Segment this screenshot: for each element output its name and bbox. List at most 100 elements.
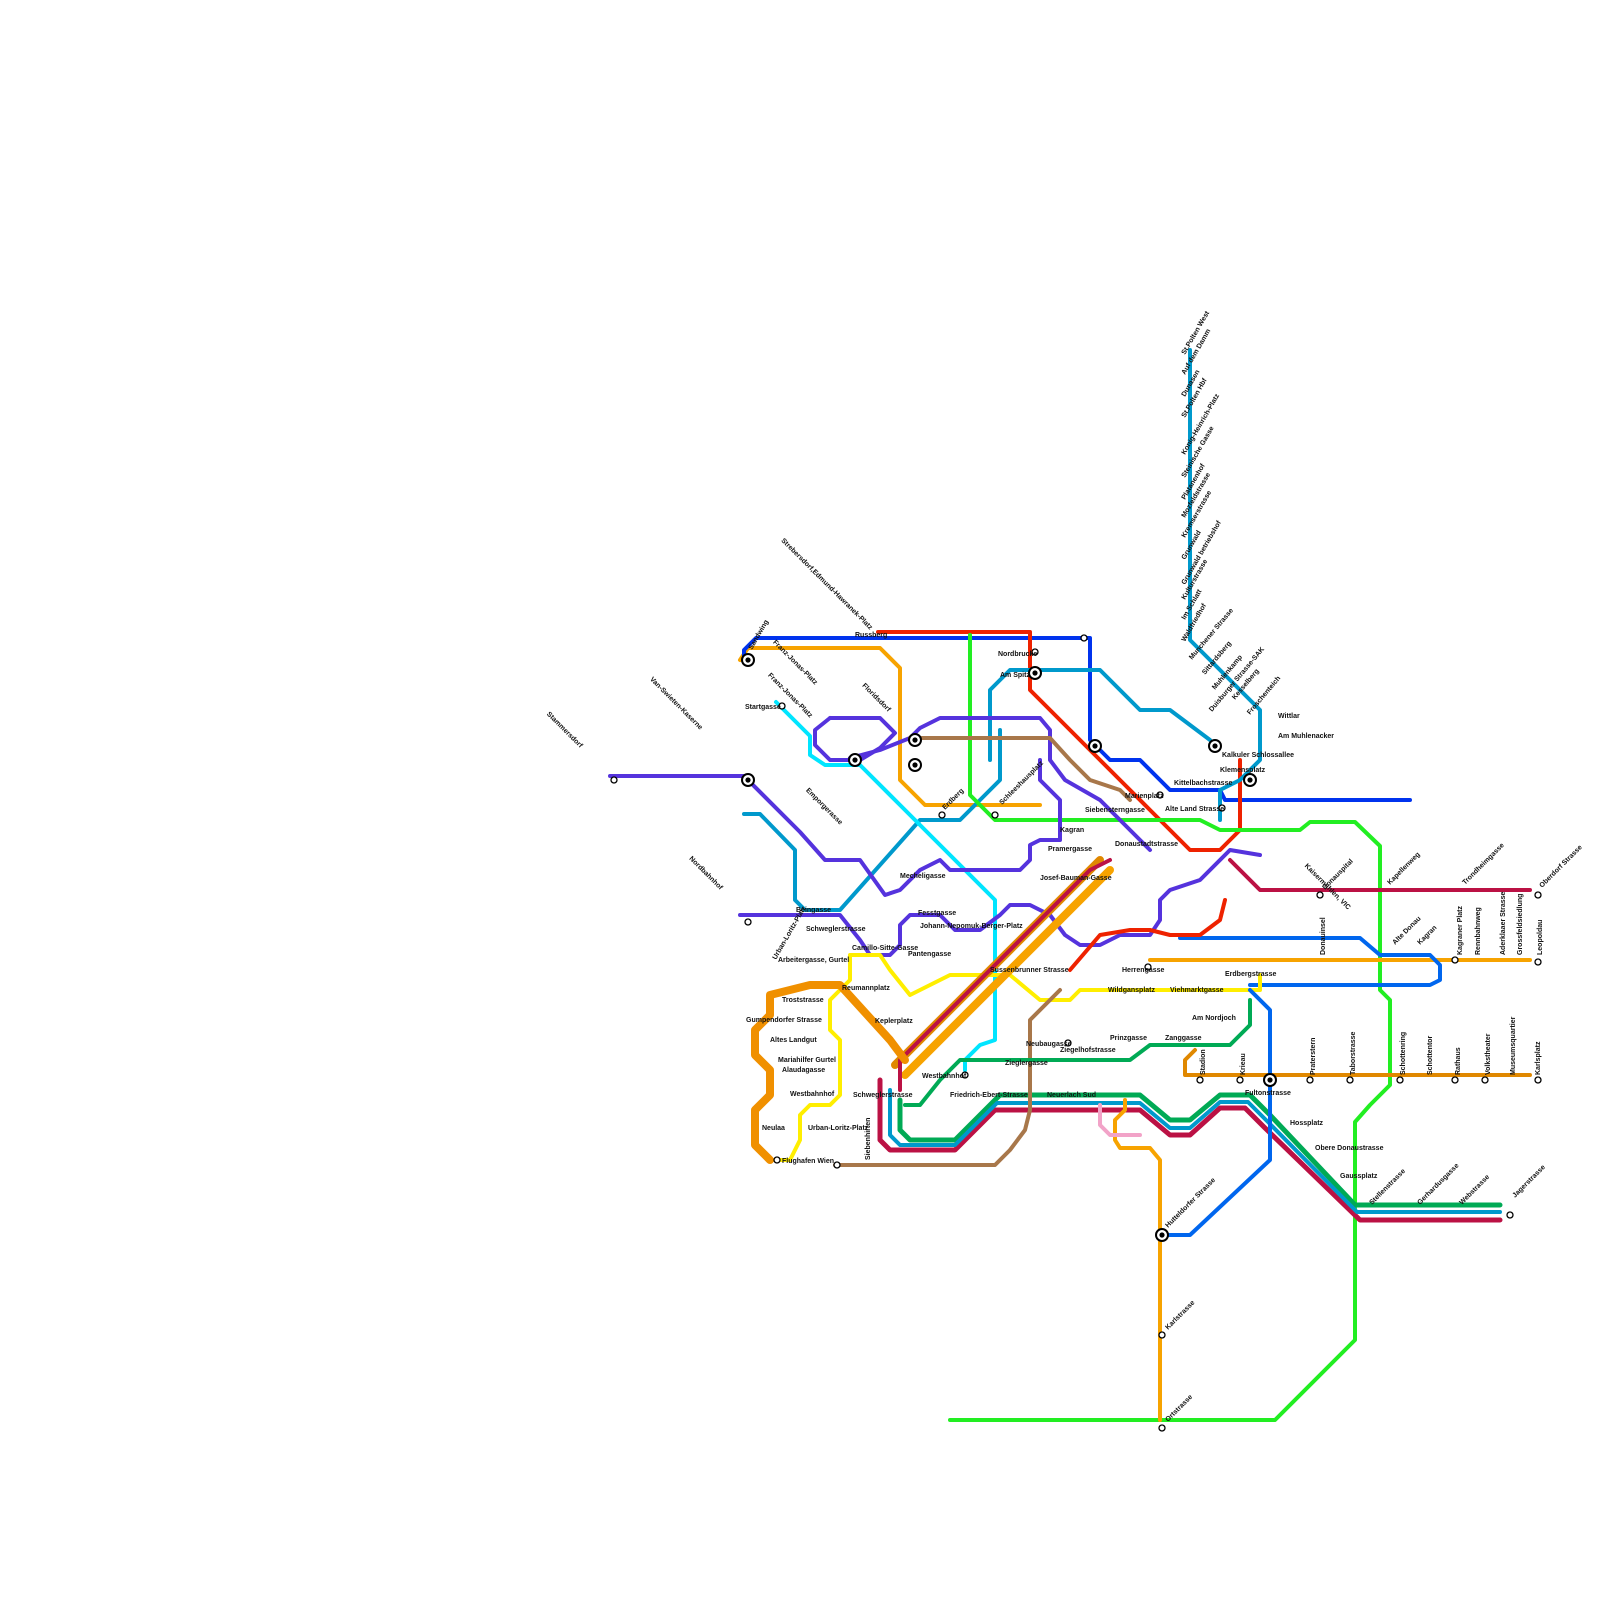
station-marker[interactable] <box>991 811 999 819</box>
station-label: Reumannplatz <box>842 985 890 992</box>
station-marker[interactable] <box>1158 1424 1166 1432</box>
interchange-dot[interactable] <box>745 657 751 663</box>
station-dot[interactable] <box>1144 963 1152 971</box>
station-marker[interactable] <box>1451 956 1459 964</box>
line-south-arc-darkred <box>877 1077 1503 1223</box>
station-marker[interactable] <box>961 1071 969 1079</box>
station-dot[interactable] <box>1481 1076 1489 1084</box>
station-marker[interactable] <box>1155 1228 1169 1242</box>
station-dot[interactable] <box>1534 1076 1542 1084</box>
station-dot[interactable] <box>1080 634 1088 642</box>
station-marker[interactable] <box>1158 1331 1166 1339</box>
station-dot[interactable] <box>744 918 752 926</box>
station-dot[interactable] <box>1534 958 1542 966</box>
line-tan-south <box>833 988 1062 1167</box>
station-marker[interactable] <box>1306 1076 1314 1084</box>
station-marker[interactable] <box>1451 1076 1459 1084</box>
interchange-dot[interactable] <box>912 762 918 768</box>
station-marker[interactable] <box>1236 1076 1244 1084</box>
station-dot[interactable] <box>773 1156 781 1164</box>
station-dot[interactable] <box>778 702 786 710</box>
station-marker[interactable] <box>1031 648 1039 656</box>
station-marker[interactable] <box>1316 891 1324 899</box>
station-label: Prinzgasse <box>1110 1035 1147 1042</box>
station-marker[interactable] <box>908 733 922 747</box>
interchange-dot[interactable] <box>1212 743 1218 749</box>
station-marker[interactable] <box>848 753 862 767</box>
station-marker[interactable] <box>1396 1076 1404 1084</box>
station-marker[interactable] <box>1218 804 1226 812</box>
station-marker[interactable] <box>741 773 755 787</box>
station-marker[interactable] <box>1534 1076 1542 1084</box>
station-dot[interactable] <box>1346 1076 1354 1084</box>
station-marker[interactable] <box>1534 891 1542 899</box>
interchange-dot[interactable] <box>1092 743 1098 749</box>
station-marker[interactable] <box>773 1156 781 1164</box>
line-purple-south <box>738 848 1262 957</box>
station-label: Am Muhlenacker <box>1278 733 1334 740</box>
station-label: Strebersdorf,Edmund-Hawranek-Platz <box>779 537 873 631</box>
interchange-dot[interactable] <box>1247 777 1253 783</box>
station-dot[interactable] <box>1316 891 1324 899</box>
station-dot[interactable] <box>1064 1039 1072 1047</box>
station-marker[interactable] <box>1028 666 1042 680</box>
station-dot[interactable] <box>1306 1076 1314 1084</box>
station-label: Erdberg <box>941 787 965 811</box>
station-marker[interactable] <box>908 758 922 772</box>
station-dot[interactable] <box>1451 956 1459 964</box>
station-marker[interactable] <box>1263 1073 1277 1087</box>
station-dot[interactable] <box>1158 1331 1166 1339</box>
station-marker[interactable] <box>1196 1076 1204 1084</box>
interchange-dot[interactable] <box>1032 670 1038 676</box>
station-label: Mecheligasse <box>900 873 946 880</box>
interchange-dot[interactable] <box>745 777 751 783</box>
station-dot[interactable] <box>1506 1211 1514 1219</box>
station-marker[interactable] <box>938 811 946 819</box>
station-dot[interactable] <box>1196 1076 1204 1084</box>
station-marker[interactable] <box>778 702 786 710</box>
station-marker[interactable] <box>1144 963 1152 971</box>
station-label: Kagran <box>1060 827 1084 834</box>
interchange-dot[interactable] <box>852 757 858 763</box>
station-marker[interactable] <box>744 918 752 926</box>
station-dot[interactable] <box>1396 1076 1404 1084</box>
station-label: Camillo-Sitte-Gasse <box>852 945 918 952</box>
station-marker[interactable] <box>1346 1076 1354 1084</box>
station-marker[interactable] <box>1064 1039 1072 1047</box>
station-dot[interactable] <box>1156 791 1164 799</box>
station-dot[interactable] <box>938 811 946 819</box>
station-label: Fultonstrasse <box>1245 1090 1291 1097</box>
interchange-dot[interactable] <box>1267 1077 1273 1083</box>
station-dot[interactable] <box>1218 804 1226 812</box>
station-dot[interactable] <box>1534 891 1542 899</box>
line-cyan-mid <box>1028 668 1212 742</box>
station-marker[interactable] <box>1156 791 1164 799</box>
station-marker[interactable] <box>610 776 618 784</box>
interchange-dot[interactable] <box>912 737 918 743</box>
station-dot[interactable] <box>1451 1076 1459 1084</box>
station-dot[interactable] <box>1236 1076 1244 1084</box>
line-purple-west <box>608 758 1062 897</box>
station-dot[interactable] <box>833 1161 841 1169</box>
station-marker[interactable] <box>1088 739 1102 753</box>
interchange-dot[interactable] <box>1159 1232 1165 1238</box>
station-label: Am Nordjoch <box>1192 1015 1236 1022</box>
station-marker[interactable] <box>1506 1211 1514 1219</box>
station-label: Praterstern <box>1310 1038 1317 1075</box>
station-dot[interactable] <box>1031 648 1039 656</box>
station-marker[interactable] <box>1080 634 1088 642</box>
station-marker[interactable] <box>1208 739 1222 753</box>
station-dot[interactable] <box>991 811 999 819</box>
station-label: Ziegelhofstrasse <box>1060 1047 1116 1054</box>
station-marker[interactable] <box>741 653 755 667</box>
station-label: Schottenring <box>1400 1032 1407 1075</box>
station-dot[interactable] <box>610 776 618 784</box>
station-label: Klemensplatz <box>1220 767 1266 774</box>
station-marker[interactable] <box>1481 1076 1489 1084</box>
station-dot[interactable] <box>1158 1424 1166 1432</box>
station-marker[interactable] <box>1534 958 1542 966</box>
line-red-north <box>876 630 1242 852</box>
station-marker[interactable] <box>1243 773 1257 787</box>
station-dot[interactable] <box>961 1071 969 1079</box>
station-marker[interactable] <box>833 1161 841 1169</box>
